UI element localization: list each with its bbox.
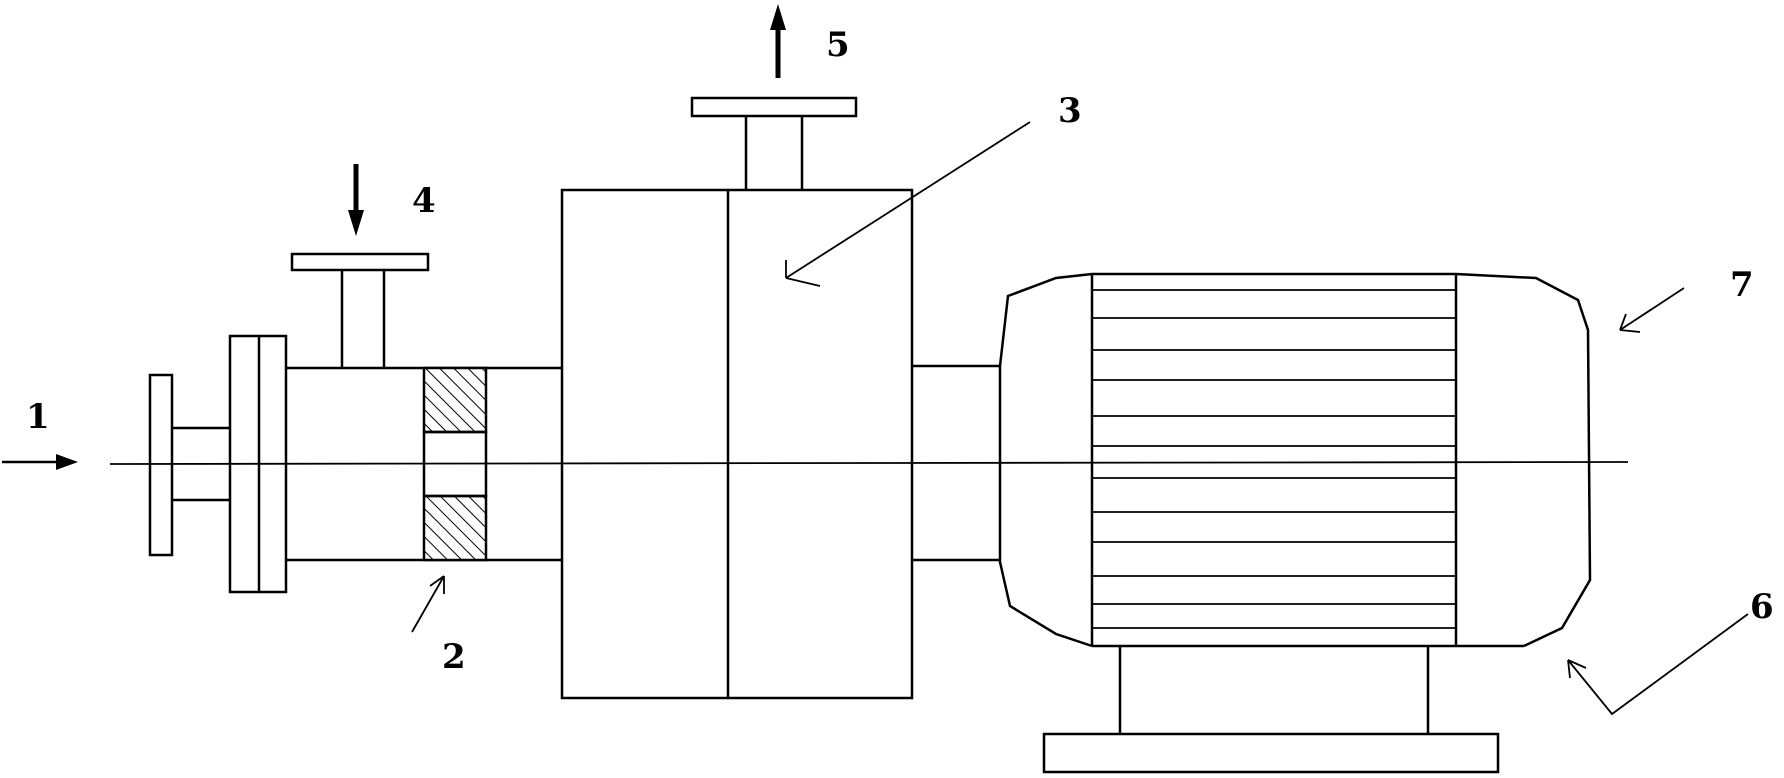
inlet-flange xyxy=(148,373,230,557)
inlet-flow-arrow xyxy=(2,454,78,470)
label-6: 6 xyxy=(1750,587,1774,627)
injection-flow-arrow xyxy=(348,164,364,236)
centerline xyxy=(109,461,1629,465)
injection-inlet xyxy=(290,252,430,368)
motor xyxy=(998,272,1592,774)
shaft-coupling xyxy=(912,364,1000,562)
pump-housing xyxy=(560,188,914,700)
label-2: 2 xyxy=(442,637,466,677)
label-4: 4 xyxy=(412,181,436,221)
main-flange xyxy=(228,334,288,594)
nozzle-ring xyxy=(422,366,488,562)
outlet-pipe xyxy=(690,96,858,190)
motor-cooling-fins xyxy=(1092,289,1456,629)
label-7: 7 xyxy=(1730,265,1754,305)
motor-base xyxy=(1042,646,1500,774)
outlet-flow-arrow xyxy=(770,4,786,78)
leader-lines xyxy=(411,121,1749,716)
label-5: 5 xyxy=(826,25,850,65)
label-1: 1 xyxy=(26,397,50,437)
label-3: 3 xyxy=(1058,91,1082,131)
